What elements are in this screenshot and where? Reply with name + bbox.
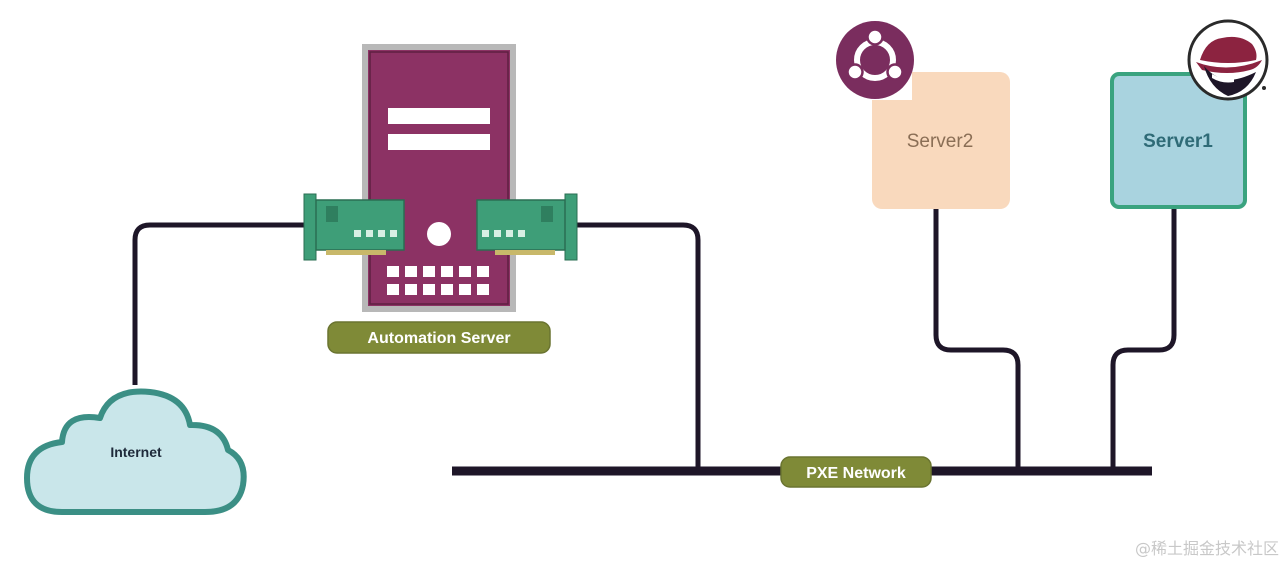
network-card-icon xyxy=(303,193,405,261)
server1-cable xyxy=(1110,208,1177,467)
server1-box: Server1 xyxy=(1110,72,1247,209)
server2-label: Server2 xyxy=(907,131,974,152)
watermark: @稀土掘金技术社区 xyxy=(1134,539,1279,558)
automation-server-label: Automation Server xyxy=(367,330,510,347)
redhat-logo-icon xyxy=(1187,19,1269,101)
internet-label: Internet xyxy=(110,444,162,460)
pxe-cable xyxy=(575,222,701,467)
server-tower-icon xyxy=(362,44,516,312)
network-card-icon xyxy=(476,193,578,261)
ubuntu-logo-icon xyxy=(836,21,914,100)
server2-cable xyxy=(933,207,1021,467)
server2-box: Server2 xyxy=(872,72,1010,209)
server1-label: Server1 xyxy=(1143,131,1213,152)
pxe-network-badge: PXE Network xyxy=(780,456,932,488)
pxe-network-label: PXE Network xyxy=(806,465,906,482)
cloud-icon xyxy=(24,388,247,515)
internet-cable xyxy=(132,222,305,385)
automation-server-badge: Automation Server xyxy=(327,321,551,354)
